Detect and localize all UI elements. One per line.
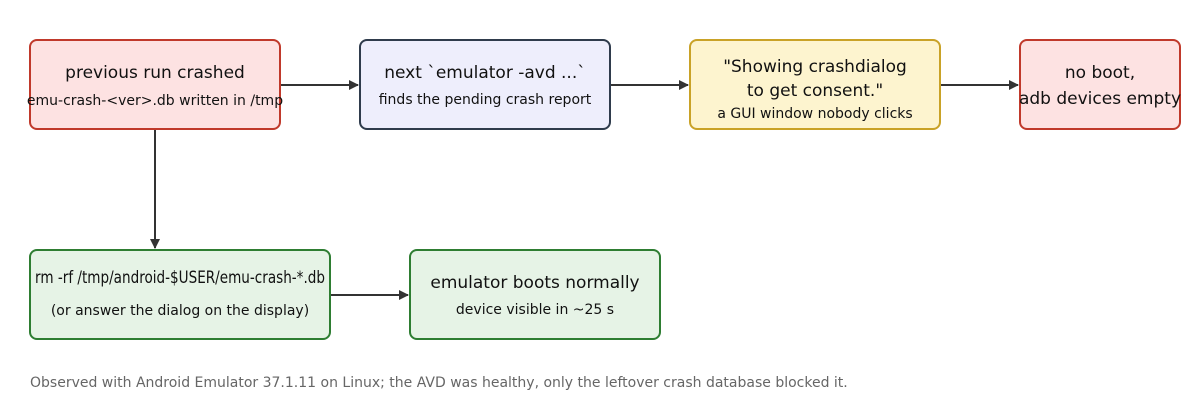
node-detail: finds the pending crash report <box>379 92 592 108</box>
node-next-emulator-run: next `emulator -avd ...` finds the pendi… <box>359 39 611 130</box>
node-crash-dialog: "Showing crashdialog to get consent." a … <box>689 39 941 130</box>
node-title-line-2: adb devices empty <box>1019 89 1181 109</box>
node-box <box>29 249 331 340</box>
node-title: previous run crashed <box>65 63 245 83</box>
node-detail: a GUI window nobody clicks <box>717 106 912 122</box>
node-previous-run-crashed: previous run crashed emu-crash-<ver>.db … <box>27 39 283 130</box>
node-no-boot: no boot, adb devices empty <box>1019 39 1181 130</box>
node-fix-command: rm -rf /tmp/android-$USER/emu-crash-*.db… <box>29 249 331 340</box>
node-box <box>29 39 281 130</box>
node-title-line-1: no boot, <box>1065 63 1135 83</box>
node-emulator-boots: emulator boots normally device visible i… <box>409 249 661 340</box>
node-title: emulator boots normally <box>430 273 639 293</box>
node-title-line-2: to get consent." <box>747 81 883 101</box>
node-detail: emu-crash-<ver>.db written in /tmp <box>27 93 283 109</box>
node-title-line-1: "Showing crashdialog <box>723 57 907 77</box>
node-box <box>689 39 941 130</box>
node-box <box>409 249 661 340</box>
node-box <box>359 39 611 130</box>
node-title: rm -rf /tmp/android-$USER/emu-crash-*.db <box>35 268 325 288</box>
node-detail: (or answer the dialog on the display) <box>51 303 309 319</box>
footnote: Observed with Android Emulator 37.1.11 o… <box>30 375 848 391</box>
node-detail: device visible in ~25 s <box>456 302 614 318</box>
node-title: next `emulator -avd ...` <box>384 63 585 83</box>
node-box <box>1019 39 1181 130</box>
